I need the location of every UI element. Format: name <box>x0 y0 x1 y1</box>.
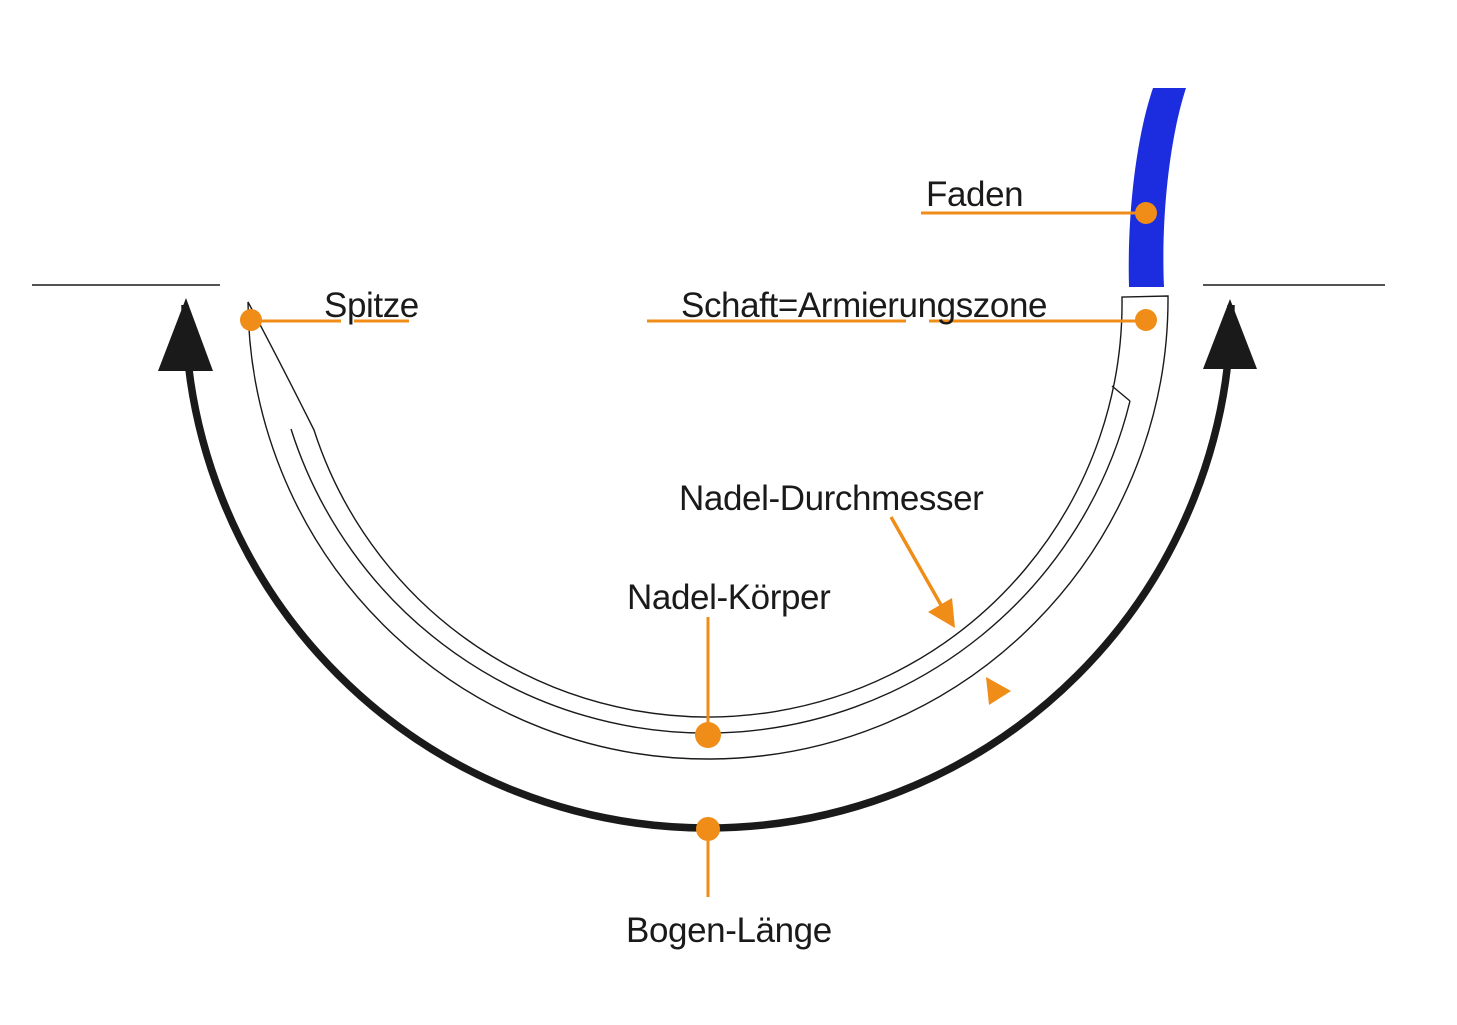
label-schaft-armierungszone: Schaft=Armierungszone <box>681 286 1048 325</box>
label-bogen-laenge: Bogen-Länge <box>626 911 832 950</box>
faden-marker-dot <box>1135 202 1157 224</box>
needle-body-line <box>290 400 1131 734</box>
label-nadel-koerper: Nadel-Körper <box>627 578 831 617</box>
arc-arrowhead-left <box>158 298 213 371</box>
durchmesser-outer-arrowhead <box>986 677 1011 705</box>
spitze-marker-dot <box>240 309 262 331</box>
schaft-marker-dot <box>1135 309 1157 331</box>
needle-outline <box>247 295 1169 760</box>
arc-arrowhead-right <box>1203 299 1257 369</box>
thread-shape <box>1128 88 1186 287</box>
label-spitze: Spitze <box>324 286 419 325</box>
durchmesser-arrow-line <box>889 516 943 606</box>
label-faden: Faden <box>926 175 1024 214</box>
armoring-zone-notch <box>1111 385 1131 402</box>
label-nadel-durchmesser: Nadel-Durchmesser <box>679 479 984 518</box>
bogen-marker-dot <box>696 817 720 841</box>
koerper-marker-dot <box>695 722 721 748</box>
durchmesser-arrowhead <box>928 598 955 628</box>
